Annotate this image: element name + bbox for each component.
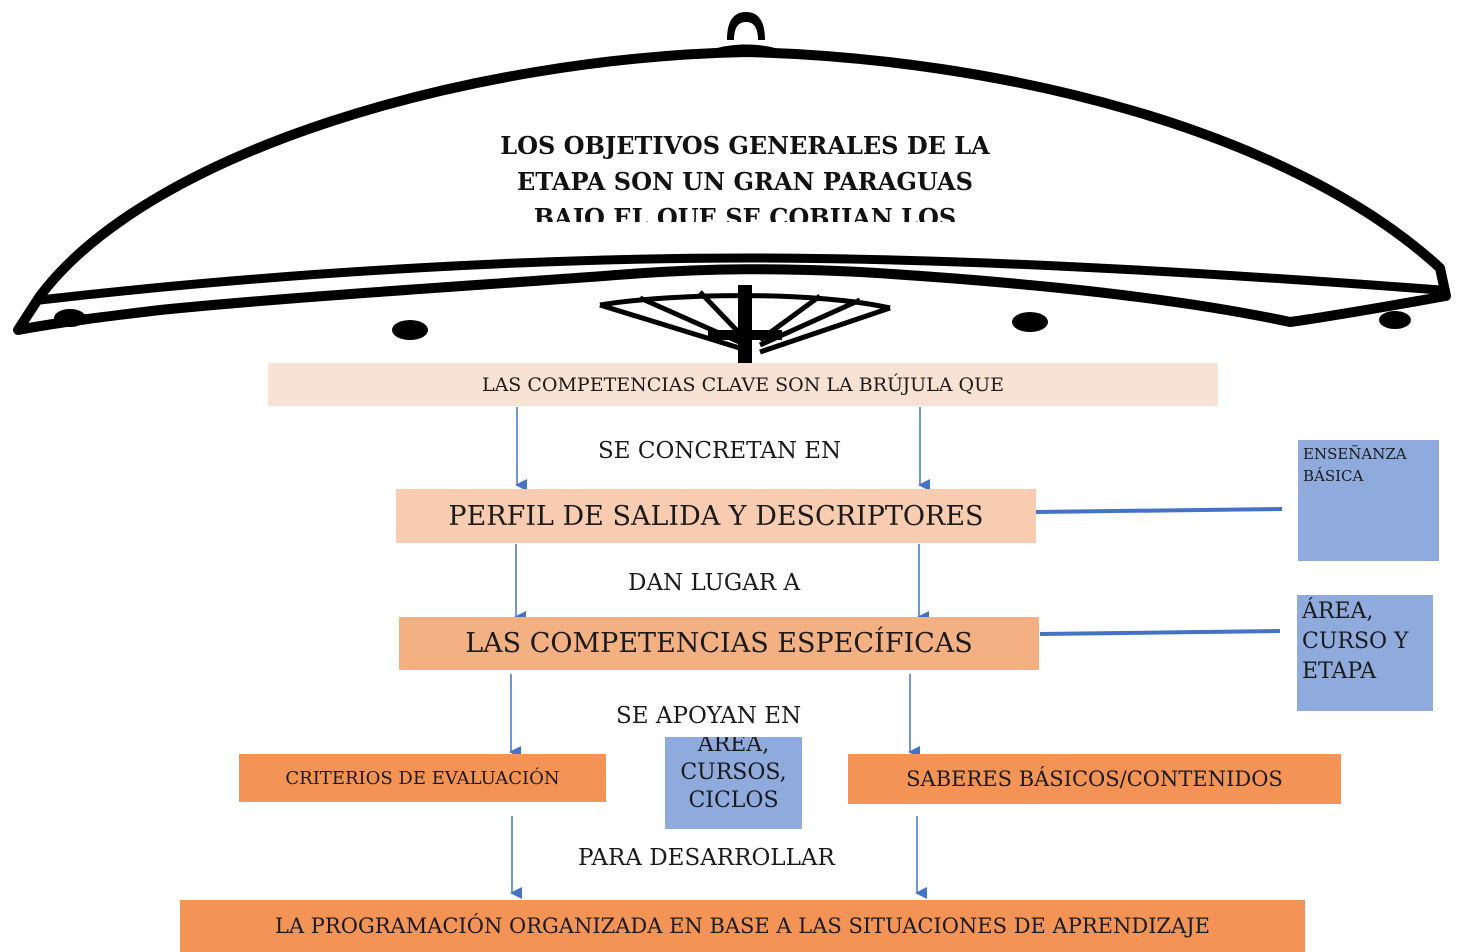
note-area-curso-etapa: ÁREA, CURSO Y ETAPA: [1297, 595, 1433, 711]
umbrella-shaft: [738, 285, 752, 365]
umbrella-canopy: [13, 47, 1451, 335]
line-espec-area: [1039, 629, 1281, 636]
note-cursos-line-2: CURSOS,: [680, 760, 787, 785]
competencias-clave-box: LAS COMPETENCIAS CLAVE SON LA BRÚJULA QU…: [268, 363, 1218, 406]
perfil-salida-box: PERFIL DE SALIDA Y DESCRIPTORES: [396, 489, 1036, 543]
note-ensenanza-line-2: BÁSICA: [1303, 467, 1364, 485]
umbrella-title: LOS OBJETIVOS GENERALES DE LA ETAPA SON …: [440, 128, 1050, 222]
label-dan-lugar: DAN LUGAR A: [628, 570, 801, 596]
label-para-desarrollar: PARA DESARROLLAR: [578, 845, 835, 871]
umbrella-illustration: [13, 12, 1451, 365]
competencias-especificas-box: LAS COMPETENCIAS ESPECÍFICAS: [399, 617, 1039, 670]
line-perfil-ensenanza: [1035, 507, 1283, 514]
label-se-concretan: SE CONCRETAN EN: [598, 438, 842, 464]
umbrella-title-line-1: LOS OBJETIVOS GENERALES DE LA: [500, 131, 990, 160]
note-area-line-3: ETAPA: [1302, 659, 1377, 684]
note-ensenanza-basica: ENSEÑANZA BÁSICA: [1298, 440, 1439, 561]
umbrella-title-line-3: BAJO EL QUE SE COBIJAN LOS: [533, 203, 957, 222]
note-cursos-line-1: ÁREA,: [697, 737, 770, 757]
programacion-box: LA PROGRAMACIÓN ORGANIZADA EN BASE A LAS…: [180, 900, 1305, 952]
umbrella-finial: [727, 12, 765, 40]
note-area-line-1: ÁREA,: [1302, 599, 1374, 624]
note-cursos-line-3: CICLOS: [688, 788, 779, 813]
note-area-line-2: CURSO Y: [1302, 629, 1409, 654]
umbrella-title-line-2: ETAPA SON UN GRAN PARAGUAS: [517, 167, 973, 196]
note-ensenanza-line-1: ENSEÑANZA: [1303, 445, 1407, 463]
label-se-apoyan: SE APOYAN EN: [616, 703, 802, 729]
criterios-evaluacion-box: CRITERIOS DE EVALUACIÓN: [239, 754, 606, 802]
note-area-cursos-ciclos: ÁREA, CURSOS, CICLOS: [665, 737, 802, 829]
saberes-basicos-box: SABERES BÁSICOS/CONTENIDOS: [848, 754, 1341, 804]
